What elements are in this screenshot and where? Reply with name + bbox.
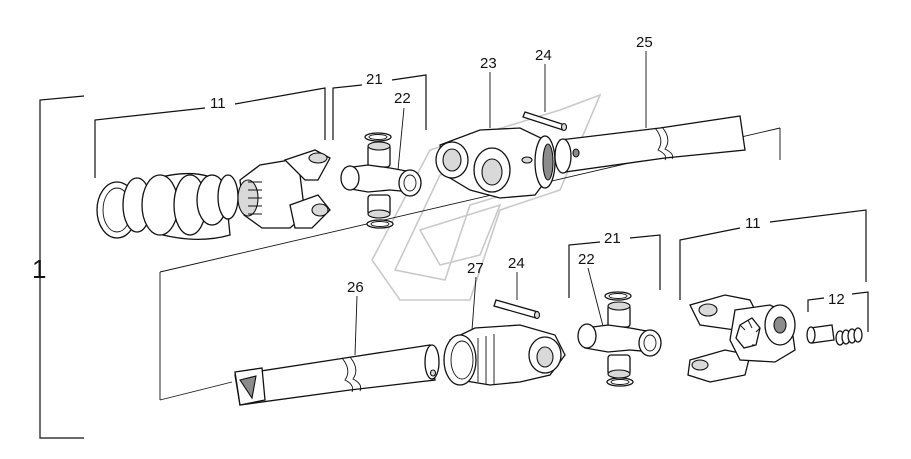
inner-yoke-top	[237, 149, 331, 229]
tube-top	[554, 115, 746, 174]
callout-11-top: 11	[210, 95, 226, 112]
callout-24-bottom: 24	[508, 255, 525, 272]
leader-22-top	[397, 107, 405, 171]
tube-bottom	[234, 344, 440, 406]
callout-12: 12	[828, 291, 845, 308]
inner-yoke-bottom	[687, 294, 796, 383]
pin-top	[522, 111, 568, 132]
callout-22-bottom: 22	[578, 251, 595, 268]
bracket-11-top	[94, 87, 326, 178]
pin-bottom	[493, 299, 541, 320]
callout-23: 23	[480, 55, 497, 72]
callout-21-bottom: 21	[604, 230, 621, 247]
leader-26	[354, 295, 358, 356]
callout-25: 25	[636, 34, 653, 51]
callout-22-top: 22	[394, 90, 411, 107]
bracket-21-bottom	[568, 234, 661, 298]
bracket-12	[807, 291, 869, 332]
boot-rings	[96, 172, 239, 240]
callout-21-top: 21	[366, 71, 383, 88]
leader-27	[471, 276, 477, 331]
callout-24-top: 24	[535, 47, 552, 64]
bolt-set	[806, 324, 863, 346]
callout-11-bottom: 11	[745, 215, 761, 232]
leader-22-bottom	[587, 267, 605, 331]
bracket-21-top	[332, 74, 427, 140]
assembly-bracket	[39, 95, 85, 439]
bracket-11-bottom	[679, 209, 867, 300]
outer-yoke-bottom	[443, 324, 566, 386]
callout-1: 1	[32, 254, 46, 284]
cross-top	[340, 132, 422, 229]
callout-26: 26	[347, 279, 364, 296]
cross-bottom	[577, 291, 662, 387]
callout-27: 27	[467, 260, 484, 277]
outer-yoke-top	[435, 127, 556, 199]
